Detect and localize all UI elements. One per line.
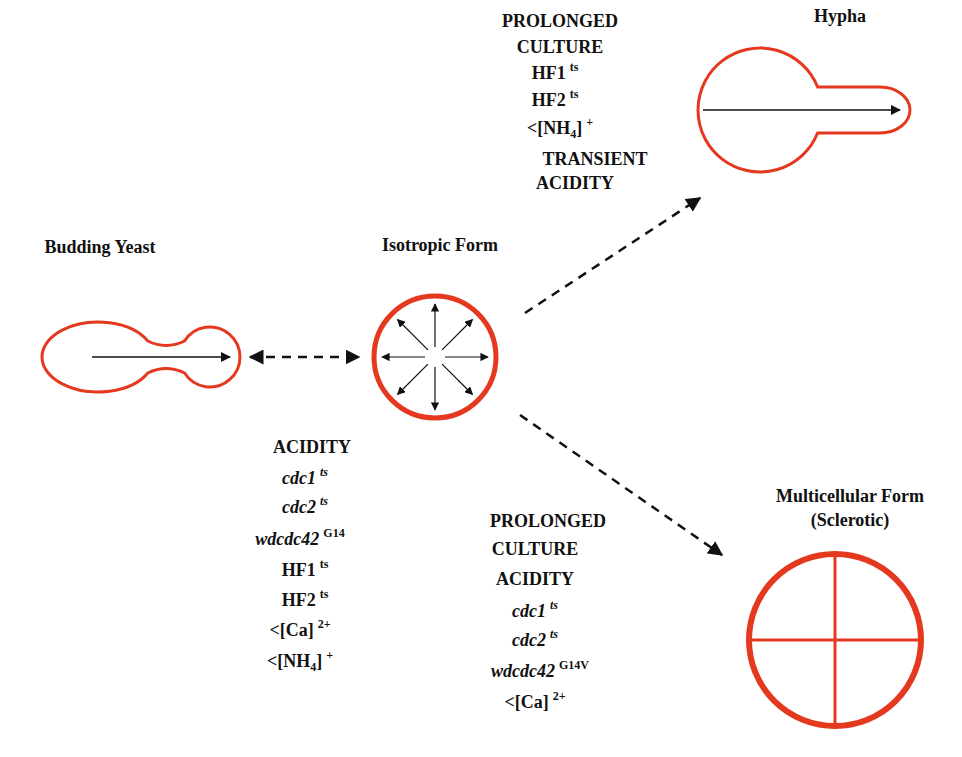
condition-label: cdc1: [282, 468, 316, 488]
cell-shape: [695, 45, 912, 175]
superscript-label: +: [586, 115, 593, 129]
condition-line: cdc2 ts: [282, 497, 328, 519]
growth-arrow: [92, 356, 230, 358]
condition-label: wdcdc42: [491, 661, 555, 681]
cell-outline: [374, 296, 496, 418]
sclerotic-cell: Multicellular Form (Sclerotic): [745, 550, 925, 730]
condition-label: cdc2: [512, 630, 546, 650]
condition-label: cdc2: [282, 497, 316, 517]
condition-line: <[NH4] +: [527, 118, 593, 140]
cell-outline: [749, 554, 921, 726]
condition-label: CULTURE: [517, 37, 603, 57]
superscript-label: +: [326, 648, 333, 662]
condition-line: cdc1 ts: [282, 468, 328, 490]
superscript-label: ts: [320, 465, 328, 479]
isotropic-cell: Isotropic Form: [371, 293, 499, 421]
condition-label: TRANSIENT: [542, 149, 647, 169]
cell-shape: [40, 320, 242, 394]
hypha-cell: Hypha: [695, 45, 912, 175]
condition-label: <[Ca]: [269, 620, 313, 640]
superscript-label: ts: [320, 587, 329, 601]
condition-label: CULTURE: [492, 539, 578, 559]
transition-arrow: [520, 415, 722, 555]
form-heading: Hypha: [765, 4, 915, 28]
condition-line: <[Ca] 2+: [269, 620, 330, 642]
condition-line: HF2 ts: [532, 90, 579, 112]
condition-line: <[NH4] +: [267, 651, 333, 673]
condition-line: ACIDITY: [536, 173, 614, 195]
superscript-label: ts: [550, 598, 558, 612]
growth-arrow: [398, 320, 428, 350]
subscript-label: 4: [310, 660, 316, 674]
condition-line: cdc1 ts: [512, 601, 558, 623]
condition-label: HF2: [282, 590, 316, 610]
superscript-label: 2+: [553, 689, 566, 703]
superscript-label: 2+: [318, 617, 331, 631]
growth-arrow: [442, 320, 472, 350]
condition-label: wdcdc42: [255, 529, 319, 549]
condition-label: <[NH: [527, 118, 570, 138]
form-heading: Multicellular Form (Sclerotic): [750, 484, 950, 533]
condition-label: ]: [576, 118, 582, 138]
superscript-label: ts: [320, 557, 329, 571]
growth-arrow: [445, 356, 488, 357]
condition-label: HF1: [532, 63, 566, 83]
superscript-label: ts: [570, 87, 579, 101]
condition-label: cdc1: [512, 601, 546, 621]
condition-label: PROLONGED: [502, 11, 618, 31]
condition-line: cdc2 ts: [512, 630, 558, 652]
condition-line: wdcdc42 G14: [255, 529, 344, 551]
condition-label: ACIDITY: [496, 569, 574, 589]
septum-line: [750, 639, 920, 642]
condition-line: TRANSIENT: [542, 149, 647, 171]
growth-arrow: [434, 304, 435, 347]
transition-arrow: [525, 198, 700, 313]
superscript-label: G14: [323, 526, 344, 540]
condition-label: PROLONGED: [490, 511, 606, 531]
condition-label: <[NH: [267, 651, 310, 671]
form-heading: Budding Yeast: [0, 235, 200, 259]
condition-line: wdcdc42 G14V: [491, 661, 589, 683]
growth-arrow: [703, 109, 900, 111]
cell-outline: [42, 322, 240, 392]
condition-line: HF1 ts: [532, 63, 579, 85]
growth-arrow: [442, 364, 472, 394]
condition-line: ACIDITY: [496, 569, 574, 591]
cell-outline: [698, 48, 910, 172]
transition-arrow: [250, 356, 359, 359]
subscript-label: 4: [570, 127, 576, 141]
growth-arrow: [434, 367, 435, 410]
condition-line: <[Ca] 2+: [504, 692, 565, 714]
cell-shape: [371, 293, 499, 421]
superscript-label: ts: [570, 60, 579, 74]
condition-label: HF2: [532, 90, 566, 110]
growth-arrow: [382, 356, 425, 357]
condition-label: <[Ca]: [504, 692, 548, 712]
superscript-label: G14V: [559, 658, 589, 672]
superscript-label: ts: [320, 494, 328, 508]
condition-label: ]: [316, 651, 322, 671]
growth-arrow: [398, 364, 428, 394]
form-heading: Isotropic Form: [340, 233, 540, 257]
cell-shape: [745, 550, 925, 730]
condition-line: PROLONGED: [502, 11, 618, 33]
condition-line: ACIDITY: [273, 437, 351, 459]
condition-label: ACIDITY: [536, 173, 614, 193]
condition-line: CULTURE: [492, 539, 578, 561]
budding-yeast-cell: Budding Yeast: [40, 320, 242, 394]
condition-label: ACIDITY: [273, 437, 351, 457]
superscript-label: ts: [550, 627, 558, 641]
condition-line: CULTURE: [517, 37, 603, 59]
condition-line: HF2 ts: [282, 590, 329, 612]
condition-line: PROLONGED: [490, 511, 606, 533]
condition-label: HF1: [282, 560, 316, 580]
condition-line: HF1 ts: [282, 560, 329, 582]
